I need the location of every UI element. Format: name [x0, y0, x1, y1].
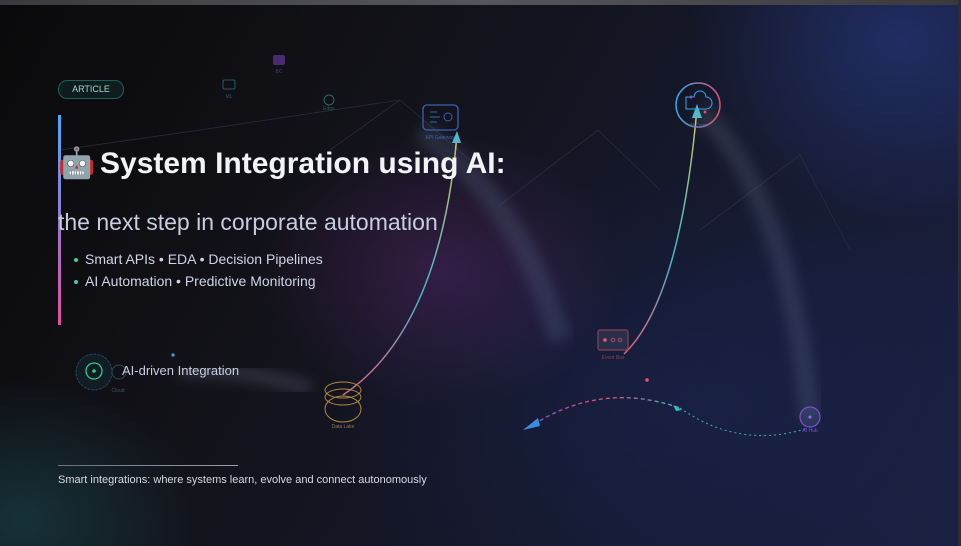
flow-datalake-to-gateway: [342, 134, 458, 396]
svg-text:BC: BC: [276, 69, 283, 75]
feature-label: AI-driven Integration: [122, 363, 240, 378]
title-text: System Integration using AI:: [100, 147, 506, 180]
svg-text:API Gateway: API Gateway: [425, 135, 455, 141]
right-border: [958, 0, 961, 546]
bullet-item: Smart APIs • EDA • Decision Pipelines: [74, 248, 323, 270]
subtitle: the next step in corporate automation: [58, 209, 438, 235]
flow-eventbus-to-core: [623, 107, 698, 355]
ai-hub-node: AI Hub: [799, 406, 821, 434]
svg-text:Data Lake: Data Lake: [332, 424, 355, 430]
svg-text:Cloud: Cloud: [111, 388, 124, 394]
svg-text:ML: ML: [226, 94, 233, 100]
flow-dashed-2: [679, 407, 809, 437]
flow-dashed-1: [527, 397, 681, 429]
bc-node: BC: [273, 55, 285, 75]
divider: [58, 465, 238, 466]
svg-text:AI Core: AI Core: [690, 123, 707, 129]
ai-core-node: AI Core: [675, 82, 721, 129]
data-lake-node: Data Lake: [324, 381, 362, 430]
page-title: 🤖System Integration using AI:: [58, 146, 506, 181]
api-gateway-node: API Gateway: [422, 104, 459, 141]
feature-bullets: Smart APIs • EDA • Decision Pipelines AI…: [74, 248, 323, 292]
article-badge: ARTICLE: [58, 80, 124, 99]
ml-node: ML: [222, 79, 236, 100]
accent-bar: [58, 115, 61, 325]
footer-caption: Smart integrations: where systems learn,…: [58, 474, 427, 486]
event-bus-node: Event Bus: [597, 329, 629, 361]
bullet-dot-icon: [74, 280, 78, 285]
svg-text:Edge: Edge: [323, 106, 335, 112]
bullet-item: AI Automation • Predictive Monitoring: [74, 270, 323, 292]
edge-node: Edge: [323, 94, 335, 112]
bullet-dot-icon: [74, 258, 78, 263]
svg-text:AI Hub: AI Hub: [802, 428, 818, 434]
robot-icon: 🤖: [58, 147, 96, 180]
top-bar: [0, 0, 961, 5]
cloud-node: Cloud: [75, 353, 127, 394]
svg-text:Event Bus: Event Bus: [602, 355, 625, 361]
